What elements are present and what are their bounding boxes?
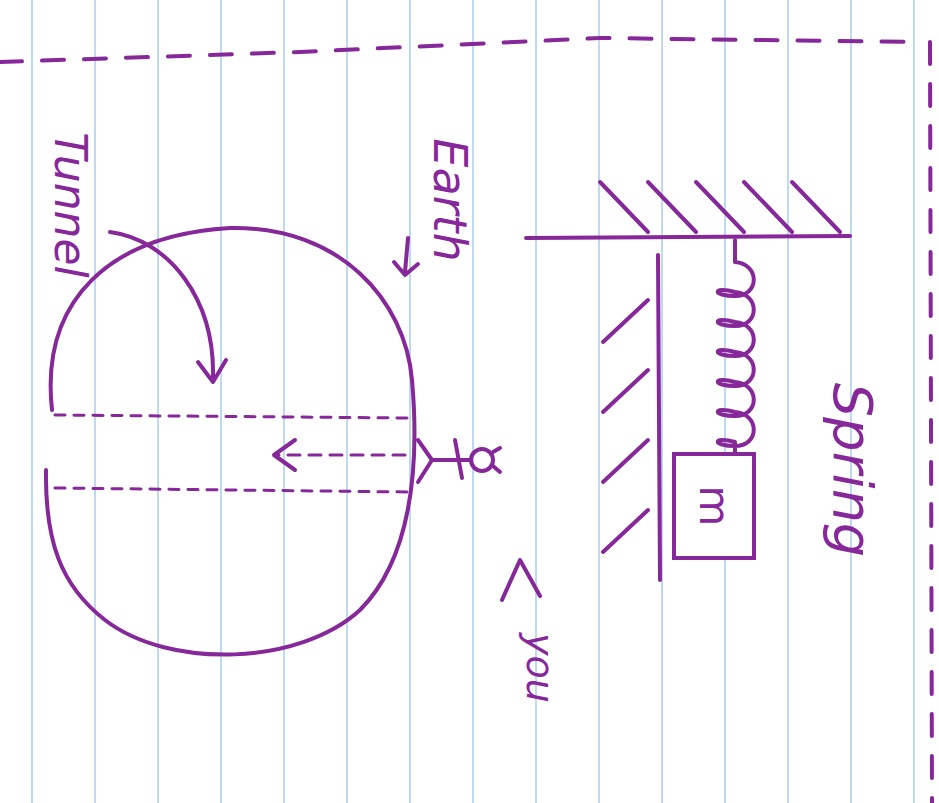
hatch-stroke: [603, 440, 648, 482]
stick-figure-head: [471, 449, 493, 471]
dashed-border: [0, 38, 920, 62]
tunnel-label: Tunnel: [48, 132, 92, 277]
hatch-stroke: [792, 182, 840, 232]
earth-label: Earth: [427, 138, 473, 261]
you-leader: [502, 560, 540, 600]
hatch-stroke: [603, 510, 648, 552]
floor-line: [658, 255, 660, 580]
ruled-line: [598, 0, 600, 803]
tunnel-wall: [55, 415, 410, 418]
ruled-line: [346, 0, 348, 803]
ruled-line: [787, 0, 789, 803]
wall-hatching: [600, 182, 840, 232]
earth-leader: [405, 238, 408, 272]
you-label: you: [521, 633, 559, 703]
dashed-border: [930, 42, 932, 803]
tunnel-wall: [55, 488, 410, 492]
ruled-line: [94, 0, 96, 803]
hatch-stroke: [744, 182, 792, 232]
spring-coil: [718, 240, 754, 452]
earth-leader-head: [394, 262, 418, 275]
ruled-line: [913, 0, 915, 803]
tunnel-leader-head: [198, 360, 226, 382]
spring-label: Spring: [825, 383, 879, 557]
wall-line: [526, 236, 850, 238]
ruled-line: [31, 0, 33, 803]
hatch-stroke: [603, 370, 648, 412]
notebook-lines: [32, 0, 914, 803]
tunnel-leader: [110, 232, 213, 378]
sketch-stroke: [0, 38, 932, 803]
ruled-line: [283, 0, 285, 803]
stick-figure-body: [418, 440, 500, 482]
hatch-stroke: [600, 182, 648, 232]
ruled-line: [472, 0, 474, 803]
fall-arrowhead: [274, 440, 295, 470]
hatch-stroke: [696, 182, 744, 232]
floor-hatching: [603, 300, 648, 552]
ruled-line: [409, 0, 411, 803]
ruled-line: [157, 0, 159, 803]
hatch-stroke: [603, 300, 648, 342]
ruled-line: [220, 0, 222, 803]
mass-label: m: [693, 486, 735, 527]
earth-circle: [46, 228, 415, 655]
hatch-stroke: [648, 182, 696, 232]
ruled-line: [661, 0, 663, 803]
fall-arrow: [275, 454, 405, 457]
ruled-line: [724, 0, 726, 803]
mass-box: m: [672, 452, 756, 560]
